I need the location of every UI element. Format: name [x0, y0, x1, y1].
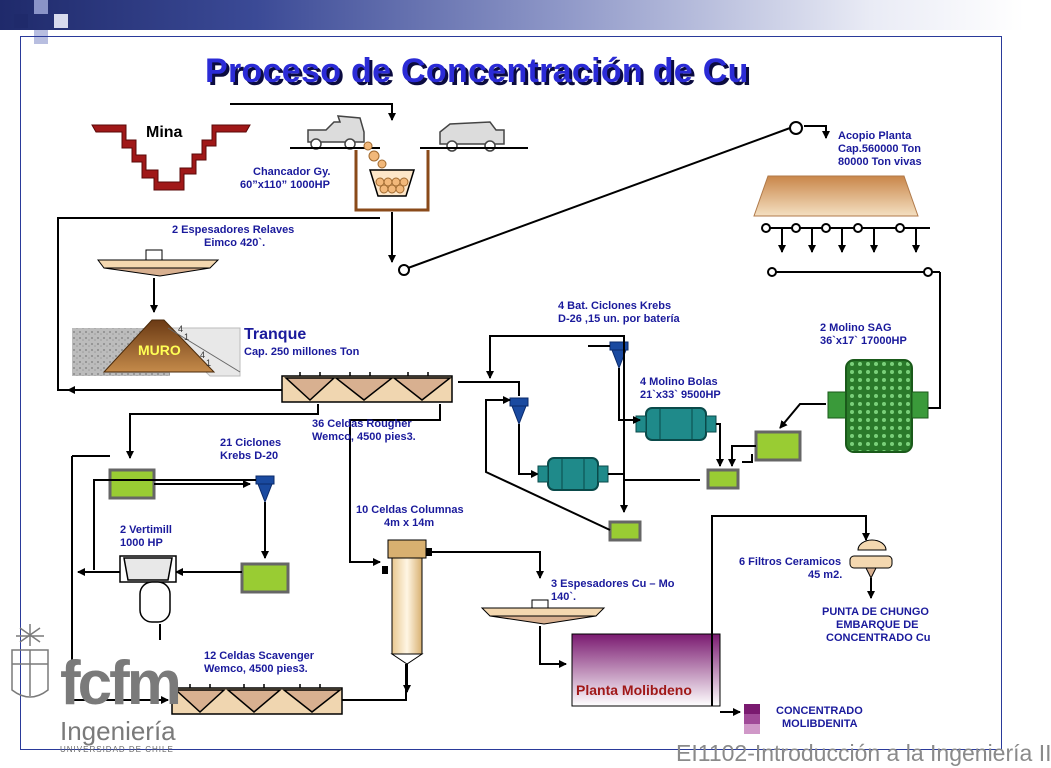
celdas-columnas [382, 539, 432, 665]
molino-bolas-1 [635, 407, 717, 441]
label-chancador-2: 60”x110” 1000HP [240, 179, 330, 191]
label-espesadores-relaves-2: Eimco 420`. [204, 237, 266, 249]
label-vertimill-2: 1000 HP [120, 537, 163, 549]
label-tranque: Tranque [244, 326, 307, 343]
header-stripe [0, 0, 1024, 30]
filtro-ceramico [849, 539, 893, 580]
label-molino-sag-2: 36`x17` 17000HP [820, 335, 907, 347]
label-chancador-1: Chancador Gy. [253, 166, 331, 178]
label-acopio-3: 80000 Ton vivas [838, 156, 922, 168]
label-punta-3: CONCENTRADO Cu [826, 632, 931, 644]
chancador-crusher [354, 150, 430, 212]
espesador-relaves [97, 249, 220, 277]
label-ciclones-krebs-2: D-26 ,15 un. por batería [558, 313, 680, 325]
logo-ingenieria: Ingeniería [60, 716, 176, 746]
label-concentrado-2: MOLIBDENITA [782, 718, 858, 730]
label-rougher-2: Wemco, 4500 pies3. [312, 431, 416, 443]
tranque-muro: 4 1 4 1 [72, 319, 241, 377]
logo-fcfm: fcfm [60, 649, 182, 718]
label-rougher-1: 36 Celdas Rougher [312, 418, 412, 430]
svg-text:4: 4 [200, 350, 205, 360]
label-molino-bolas-2: 21`x33` 9500HP [640, 389, 721, 401]
label-molino-bolas-1: 4 Molino Bolas [640, 376, 718, 388]
corner-square [34, 30, 48, 44]
label-mina: Mina [146, 124, 183, 141]
label-planta-molibdeno: Planta Molibdeno [576, 682, 692, 698]
label-columnas-1: 10 Celdas Columnas [356, 504, 464, 516]
scavenger-cells [171, 684, 343, 715]
molino-bolas-2 [537, 457, 609, 491]
svg-text:1: 1 [206, 358, 211, 368]
sump-2 [608, 520, 642, 542]
cyclone-krebs-1 [609, 341, 629, 370]
label-vertimill-1: 2 Vertimill [120, 524, 172, 536]
haul-truck-icon [307, 115, 365, 150]
label-punta-2: EMBARQUE DE [836, 619, 919, 631]
slide-frame [20, 36, 1002, 750]
label-ciclones-krebs-1: 4 Bat. Ciclones Krebs [558, 300, 672, 312]
corner-square [14, 14, 28, 28]
planta-molibdeno-box [571, 633, 721, 707]
label-espesadores-relaves-1: 2 Espesadores Relaves [172, 224, 295, 236]
label-filtros-1: 6 Filtros Ceramicos [739, 556, 842, 568]
label-scavenger-1: 12 Celdas Scavenger [204, 650, 315, 662]
mina-pit [91, 124, 251, 191]
rougher-cells [281, 372, 453, 403]
sump-1 [706, 468, 740, 490]
label-concentrado-1: CONCENTRADO [776, 705, 863, 717]
label-espesadores-cu-1: 3 Espesadores Cu – Mo [551, 578, 675, 590]
molino-sag [827, 359, 929, 453]
espesador-cu-mo [480, 599, 606, 625]
svg-text:4: 4 [178, 324, 183, 334]
footer-course: EI1102-Introducción a la Ingeniería II [676, 740, 1051, 766]
sump-3 [108, 468, 156, 500]
logo-universidad: UNIVERSIDAD DE CHILE [60, 745, 174, 754]
haul-truck-icon [439, 121, 505, 152]
corner-square [54, 14, 68, 28]
process-diagram: 4 1 4 1 [57, 103, 941, 734]
cyclone-krebs-2 [509, 397, 529, 426]
label-ciclones21-2: Krebs D-20 [220, 450, 279, 462]
label-ciclones21-1: 21 Ciclones [220, 437, 282, 449]
sump-sag [754, 430, 802, 462]
corner-square [34, 0, 48, 14]
label-tranque-cap: Cap. 250 millones Ton [244, 346, 360, 358]
label-columnas-2: 4m x 14m [384, 517, 435, 529]
label-punta-1: PUNTA DE CHUNGO [822, 606, 929, 618]
svg-text:1: 1 [184, 332, 189, 342]
label-acopio-2: Cap.560000 Ton [838, 143, 921, 155]
label-muro: MURO [138, 342, 181, 358]
label-acopio-1: Acopio Planta [838, 130, 912, 142]
label-scavenger-2: Wemco, 4500 pies3. [204, 663, 308, 675]
feeders [761, 223, 941, 412]
label-espesadores-cu-2: 140`. [551, 591, 577, 603]
falling-rocks [363, 141, 387, 169]
label-molino-sag-1: 2 Molino SAG [820, 322, 892, 334]
acopio-stockpile [753, 175, 919, 217]
cyclone-krebs-3 [255, 475, 275, 504]
page-title: Proceso de Concentración de Cu [205, 52, 749, 90]
sump-4 [240, 562, 290, 594]
vertimill [119, 555, 177, 623]
concentrado-molibdenita-stack [744, 704, 760, 734]
label-filtros-2: 45 m2. [808, 569, 843, 581]
